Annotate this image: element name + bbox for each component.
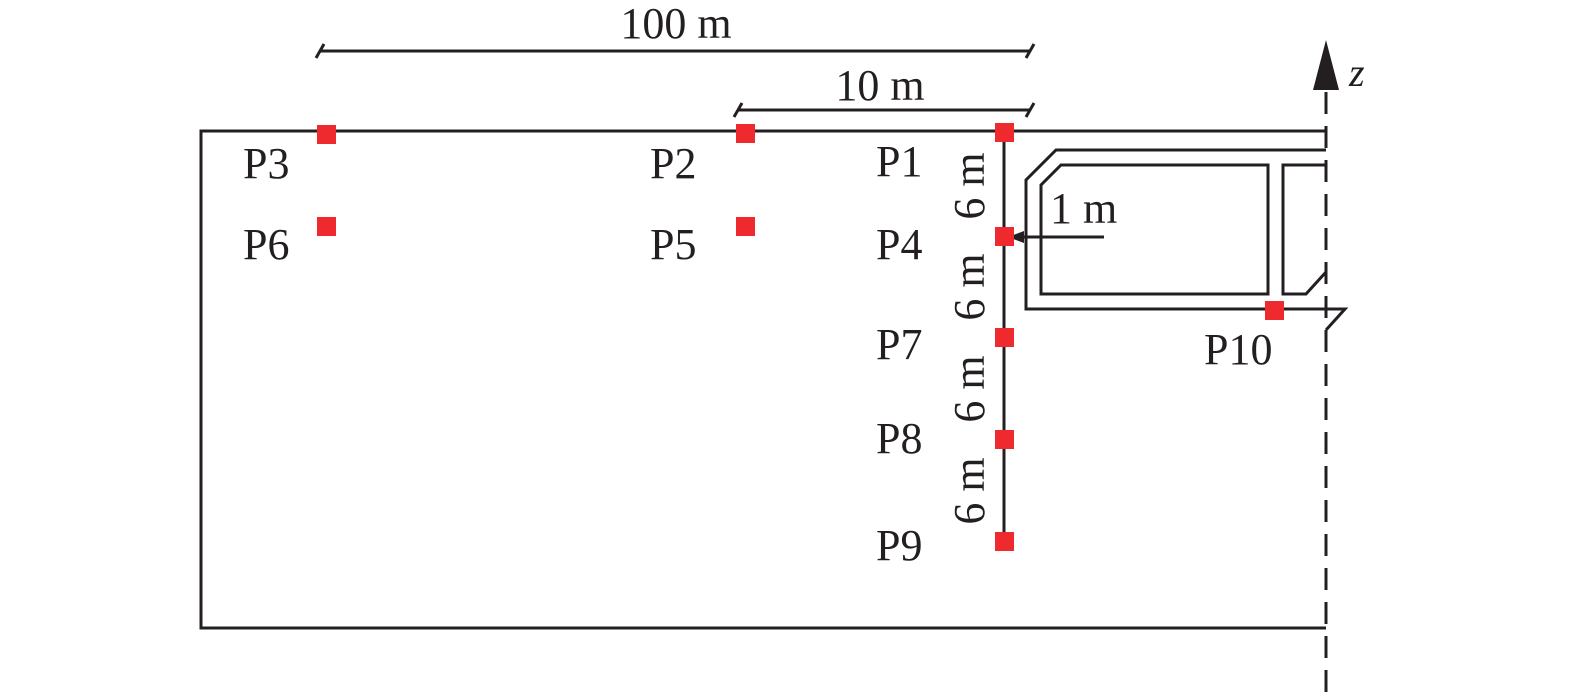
- point-label-p3: P3: [243, 139, 289, 188]
- point-label-p4: P4: [876, 220, 922, 269]
- point-marker-p6: [317, 217, 336, 236]
- point-label-p1: P1: [876, 137, 922, 186]
- leader-arrow-icon: [1008, 231, 1024, 243]
- structure-inner-outline: [1039, 163, 1270, 296]
- dimension-100m-label: 100 m: [620, 0, 731, 48]
- point-marker-p5: [736, 217, 755, 236]
- dimension-6m-label-1: 6 m: [945, 152, 994, 219]
- domain-boundary: [199, 129, 1326, 630]
- point-label-p6: P6: [243, 220, 289, 269]
- point-marker-p4: [995, 227, 1014, 246]
- point-marker-p7: [995, 328, 1014, 347]
- point-label-p5: P5: [650, 220, 696, 269]
- point-marker-p9: [995, 532, 1014, 551]
- dimension-6m-label-3: 6 m: [945, 355, 994, 422]
- point-marker-p8: [995, 430, 1014, 449]
- point-marker-p3: [317, 125, 336, 144]
- dimension-100m: 100 m: [314, 0, 1036, 59]
- structure-outer-outline: [1024, 148, 1349, 332]
- point-marker-p2: [736, 124, 755, 143]
- z-axis-arrow-icon: [1313, 40, 1339, 90]
- point-marker-p1: [995, 123, 1014, 142]
- point-marker-p10: [1265, 301, 1284, 320]
- point-label-p9: P9: [876, 521, 922, 570]
- dimension-10m-label: 10 m: [835, 61, 924, 110]
- dimension-1m-label: 1 m: [1050, 184, 1117, 233]
- point-label-p7: P7: [876, 320, 922, 369]
- dimension-10m: 10 m: [732, 61, 1036, 118]
- dimension-1m: 1 m: [1008, 184, 1117, 243]
- z-axis-label: z: [1348, 50, 1365, 95]
- dimension-6m-label-2: 6 m: [945, 253, 994, 320]
- dimension-6m-label-4: 6 m: [945, 457, 994, 524]
- point-label-p8: P8: [876, 414, 922, 463]
- point-label-p10: P10: [1204, 325, 1272, 374]
- point-label-p2: P2: [650, 139, 696, 188]
- structure-right-cell: [1281, 163, 1328, 296]
